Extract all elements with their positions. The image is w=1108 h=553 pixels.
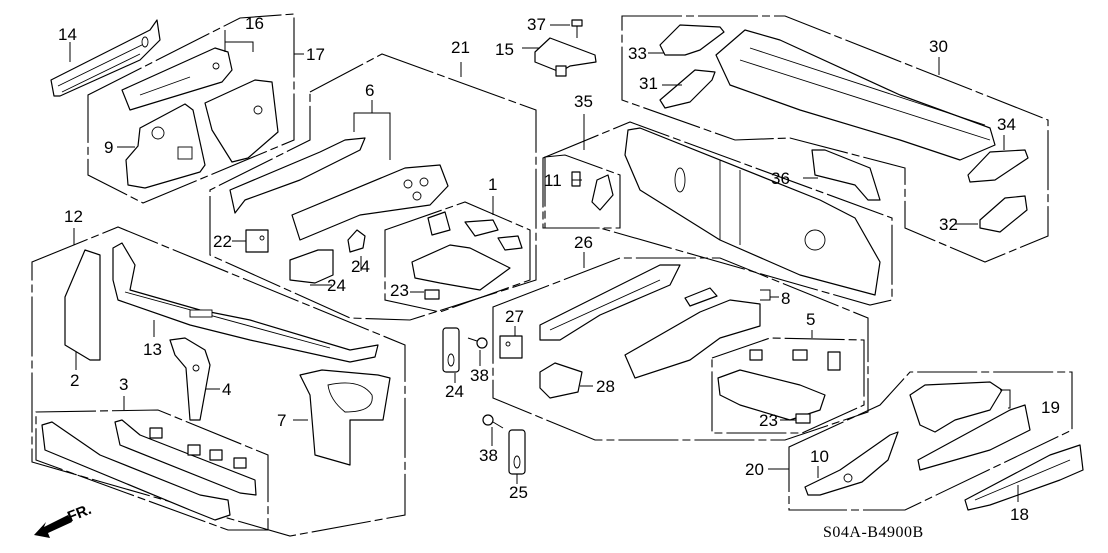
part-26[interactable] [347, 229, 366, 253]
callout-19[interactable]: 19 [1041, 398, 1060, 417]
callout-25[interactable]: 24 [327, 276, 346, 295]
callout-37[interactable]: 37 [527, 15, 546, 34]
diagram-code: S04A-B4900B [823, 524, 924, 541]
callout-22[interactable]: 22 [213, 232, 232, 251]
callout-28[interactable]: 27 [505, 307, 524, 326]
part-30[interactable] [715, 29, 996, 161]
part-38-bolt-b[interactable] [482, 414, 504, 429]
part-31[interactable] [659, 69, 716, 109]
callout-31[interactable]: 31 [639, 74, 658, 93]
part-22[interactable] [245, 229, 269, 253]
callout-23-b[interactable]: 23 [759, 411, 778, 430]
callout-24-a[interactable]: 24 [445, 382, 464, 401]
callout-16[interactable]: 16 [245, 14, 264, 33]
part-28[interactable] [499, 335, 523, 359]
part-1[interactable] [411, 211, 523, 291]
part-4[interactable] [169, 337, 211, 421]
part-27[interactable] [539, 264, 681, 341]
part-9[interactable] [125, 103, 206, 189]
callout-27[interactable]: 26 [574, 233, 593, 252]
callout-34[interactable]: 34 [997, 115, 1016, 134]
group-20-outline [788, 371, 1073, 511]
group-1-outline [384, 201, 531, 313]
front-arrow-icon [34, 515, 72, 538]
part-6[interactable] [229, 137, 449, 241]
front-label: FR. [65, 501, 94, 526]
leader-lines [69, 24, 1019, 502]
callout-30[interactable]: 30 [929, 37, 948, 56]
part-29[interactable] [539, 362, 583, 399]
part-16-lower[interactable] [204, 79, 279, 163]
part-38-bolt-a[interactable] [467, 337, 488, 349]
group-30-outline [621, 15, 1049, 263]
group-5-outline [711, 337, 865, 434]
callout-38-b[interactable]: 38 [479, 446, 498, 465]
part-13[interactable] [112, 242, 379, 363]
callout-26[interactable]: 24 [351, 257, 370, 276]
part-23-b[interactable] [795, 413, 811, 424]
callout-13[interactable]: 13 [143, 340, 162, 359]
part-18[interactable] [964, 444, 1084, 511]
callout-7[interactable]: 7 [277, 411, 286, 430]
callout-23-a[interactable]: 23 [390, 281, 409, 300]
callout-1[interactable]: 1 [488, 175, 497, 194]
callout-35[interactable]: 35 [574, 92, 593, 111]
callout-6[interactable]: 6 [365, 81, 374, 100]
part-3[interactable] [41, 419, 257, 521]
callout-24-b[interactable]: 25 [509, 483, 528, 502]
callout-5[interactable]: 5 [806, 310, 815, 329]
callout-21[interactable]: 21 [451, 38, 470, 57]
part-7[interactable] [299, 369, 391, 466]
callout-38-a[interactable]: 38 [470, 366, 489, 385]
group-3-outline [35, 409, 269, 531]
part-5[interactable] [717, 349, 841, 421]
callout-14[interactable]: 14 [58, 25, 77, 44]
callout-17[interactable]: 17 [306, 45, 325, 64]
part-16-upper[interactable] [121, 47, 233, 111]
callout-15[interactable]: 15 [495, 40, 514, 59]
part-32[interactable] [979, 195, 1028, 233]
part-33[interactable] [659, 24, 725, 56]
callout-20[interactable]: 20 [745, 460, 764, 479]
callout-10[interactable]: 10 [810, 447, 829, 466]
callout-4[interactable]: 4 [222, 380, 231, 399]
part-34[interactable] [967, 149, 1029, 183]
part-14[interactable] [50, 19, 161, 97]
callout-2[interactable]: 2 [70, 371, 79, 390]
part-8[interactable] [624, 287, 761, 379]
callout-9[interactable]: 9 [104, 138, 113, 157]
group-11-outline [544, 154, 621, 229]
callout-33[interactable]: 33 [628, 44, 647, 63]
callout-29[interactable]: 28 [596, 377, 615, 396]
part-35-dashboard[interactable] [624, 127, 881, 296]
callout-36[interactable]: 36 [771, 169, 790, 188]
part-11[interactable] [571, 171, 614, 211]
front-direction-indicator: FR. [34, 501, 94, 538]
part-19[interactable] [909, 381, 1031, 471]
callout-11[interactable]: 11 [544, 171, 562, 190]
part-23-a[interactable] [424, 289, 440, 300]
part-36[interactable] [811, 149, 881, 201]
group-27-outline [492, 257, 869, 441]
part-15[interactable] [534, 37, 597, 77]
callout-12[interactable]: 12 [64, 207, 83, 226]
group-17-outline [87, 13, 295, 204]
part-37-bolt[interactable] [571, 19, 583, 38]
part-24-b[interactable] [508, 429, 526, 475]
callout-3[interactable]: 3 [119, 375, 128, 394]
group-12-outline [31, 226, 406, 537]
callout-8[interactable]: 8 [781, 289, 790, 308]
callout-18[interactable]: 18 [1010, 505, 1029, 524]
group-21-outline [209, 53, 537, 321]
callout-32[interactable]: 32 [939, 215, 958, 234]
part-2[interactable] [64, 249, 101, 361]
part-25[interactable] [289, 249, 334, 284]
part-24-a[interactable] [442, 327, 460, 373]
part-10[interactable] [804, 431, 899, 496]
